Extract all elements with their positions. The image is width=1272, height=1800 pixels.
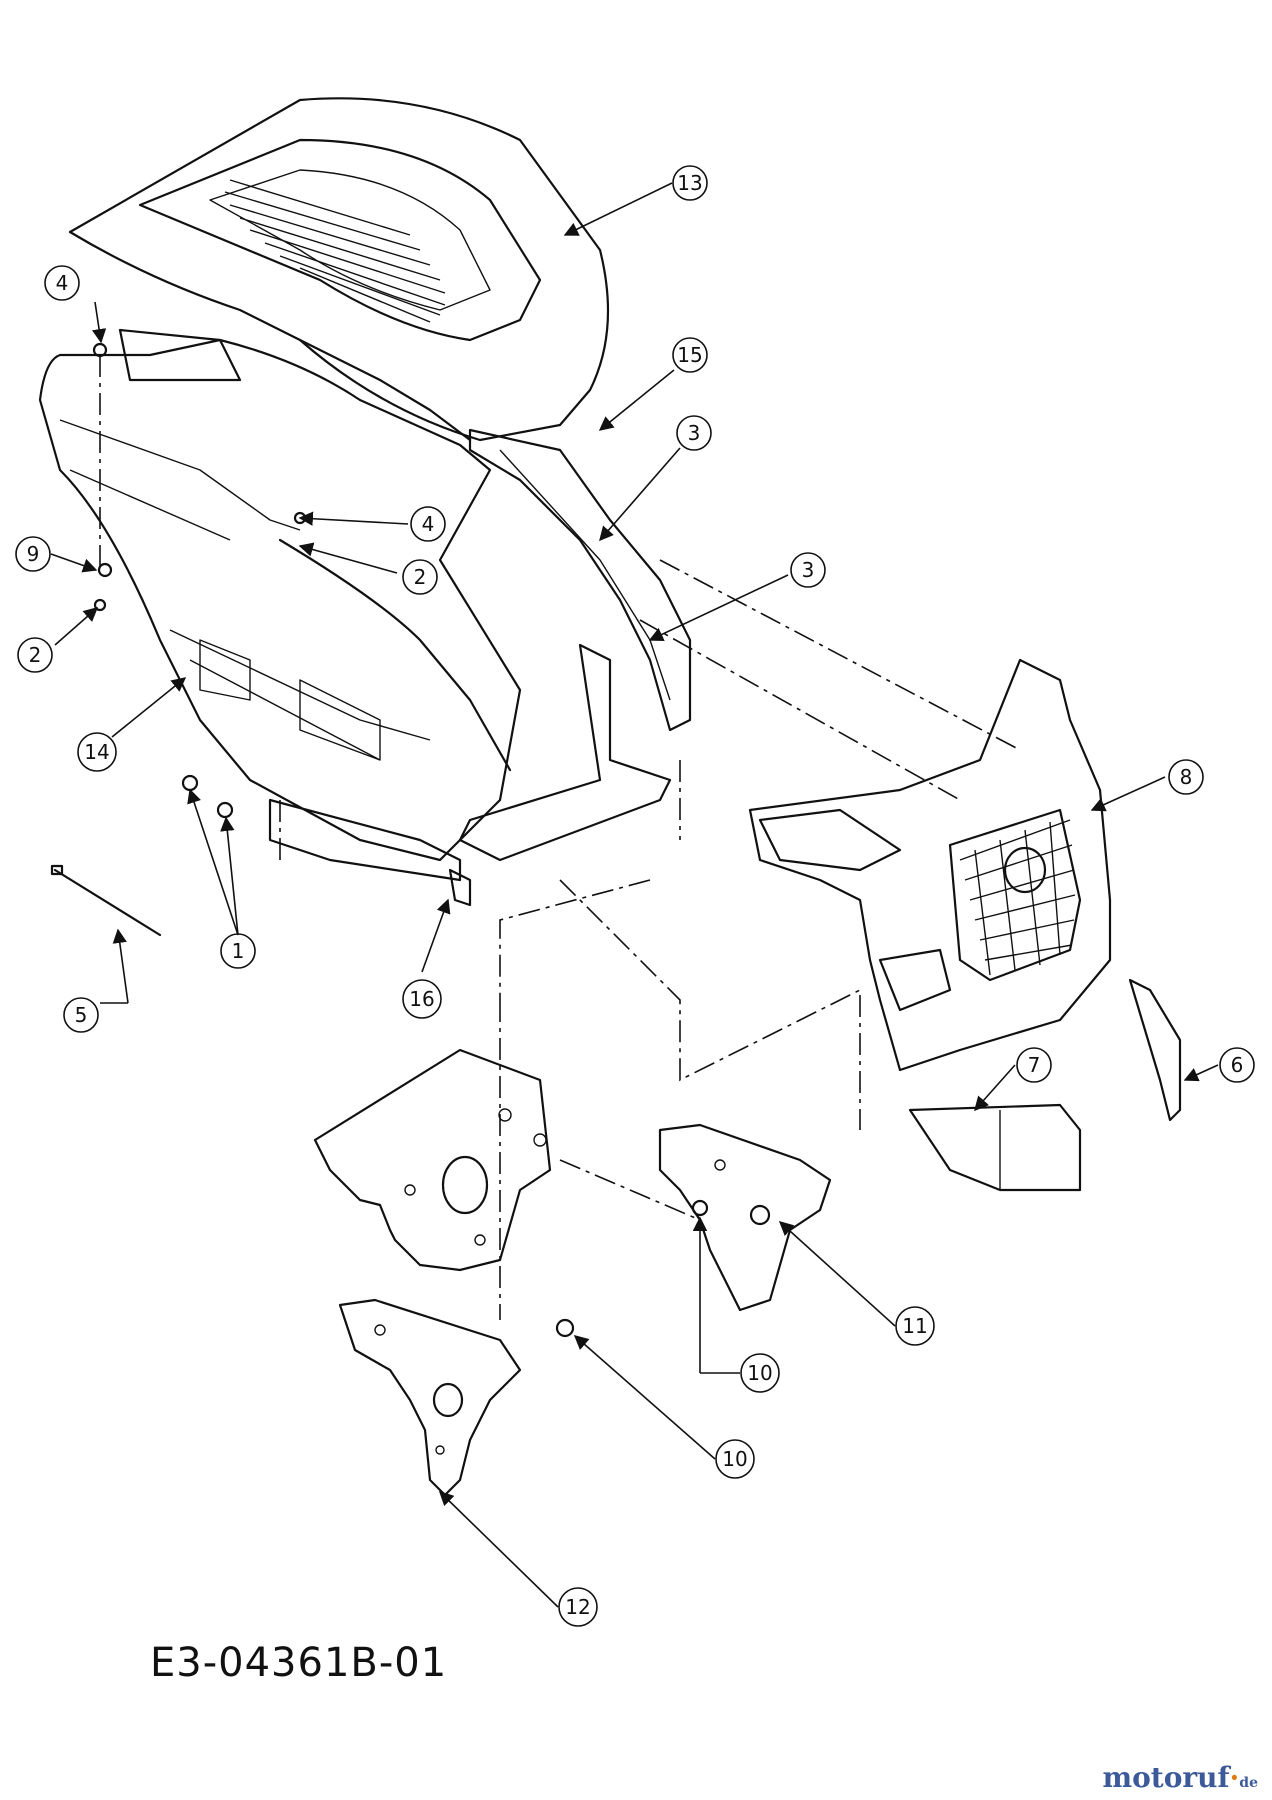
svg-text:13: 13 bbox=[677, 171, 702, 195]
callout-2-left: 2 bbox=[17, 637, 53, 673]
callout-8: 8 bbox=[1168, 759, 1204, 795]
front-grille-part bbox=[748, 658, 1112, 1072]
callout-2-mid: 2 bbox=[402, 559, 438, 595]
svg-text:3: 3 bbox=[688, 421, 701, 445]
assembly-lines bbox=[99, 355, 1021, 1320]
svg-text:16: 16 bbox=[409, 987, 434, 1011]
callout-13: 13 bbox=[672, 165, 708, 201]
svg-text:12: 12 bbox=[565, 1595, 590, 1619]
callout-6: 6 bbox=[1219, 1047, 1255, 1083]
watermark-logo: motoruf·de bbox=[1102, 1761, 1258, 1794]
callout-10-b: 10 bbox=[715, 1439, 755, 1479]
svg-text:4: 4 bbox=[422, 512, 435, 536]
seam-strip-part bbox=[468, 428, 692, 732]
left-bracket-part bbox=[338, 1298, 522, 1497]
svg-text:10: 10 bbox=[747, 1361, 772, 1385]
svg-text:4: 4 bbox=[56, 271, 69, 295]
svg-text:3: 3 bbox=[802, 558, 815, 582]
svg-text:5: 5 bbox=[75, 1003, 88, 1027]
svg-text:15: 15 bbox=[677, 343, 702, 367]
watermark-tld: de bbox=[1239, 1775, 1258, 1791]
callout-15: 15 bbox=[672, 337, 708, 373]
side-trim-part bbox=[1128, 978, 1182, 1122]
callout-1: 1 bbox=[220, 933, 256, 969]
callout-3-upper: 3 bbox=[676, 415, 712, 451]
bracket-frame-part bbox=[268, 643, 672, 907]
watermark-dot: · bbox=[1229, 1761, 1240, 1794]
mounting-plate-part bbox=[313, 1048, 552, 1272]
cable-tie-part bbox=[50, 864, 162, 937]
leader-lines bbox=[50, 182, 1219, 1608]
callout-7: 7 bbox=[1016, 1047, 1052, 1083]
svg-text:14: 14 bbox=[84, 740, 109, 764]
right-bracket-part bbox=[658, 1123, 832, 1312]
svg-text:8: 8 bbox=[1180, 765, 1193, 789]
svg-text:2: 2 bbox=[414, 565, 427, 589]
callout-12: 12 bbox=[558, 1587, 598, 1627]
svg-text:10: 10 bbox=[722, 1447, 747, 1471]
callout-16: 16 bbox=[402, 979, 442, 1019]
callout-4-mid: 4 bbox=[410, 506, 446, 542]
side-panel-part bbox=[38, 328, 522, 862]
callout-14: 14 bbox=[77, 732, 117, 772]
svg-text:7: 7 bbox=[1028, 1053, 1041, 1077]
svg-text:6: 6 bbox=[1231, 1053, 1244, 1077]
callout-3-lower: 3 bbox=[790, 552, 826, 588]
svg-text:11: 11 bbox=[902, 1314, 927, 1338]
drawing-code-label: E3-04361B-01 bbox=[150, 1640, 448, 1686]
svg-text:2: 2 bbox=[29, 643, 42, 667]
hood-part bbox=[68, 97, 610, 442]
headlight-lens-part bbox=[908, 1103, 1082, 1192]
callout-5: 5 bbox=[63, 997, 99, 1033]
svg-text:9: 9 bbox=[27, 542, 40, 566]
callout-9: 9 bbox=[15, 536, 51, 572]
fasteners bbox=[92, 342, 709, 1338]
callout-10-a: 10 bbox=[740, 1353, 780, 1393]
callout-11: 11 bbox=[895, 1306, 935, 1346]
callout-4-top: 4 bbox=[44, 265, 80, 301]
watermark-brand: motoruf bbox=[1102, 1761, 1230, 1794]
svg-text:1: 1 bbox=[232, 939, 245, 963]
